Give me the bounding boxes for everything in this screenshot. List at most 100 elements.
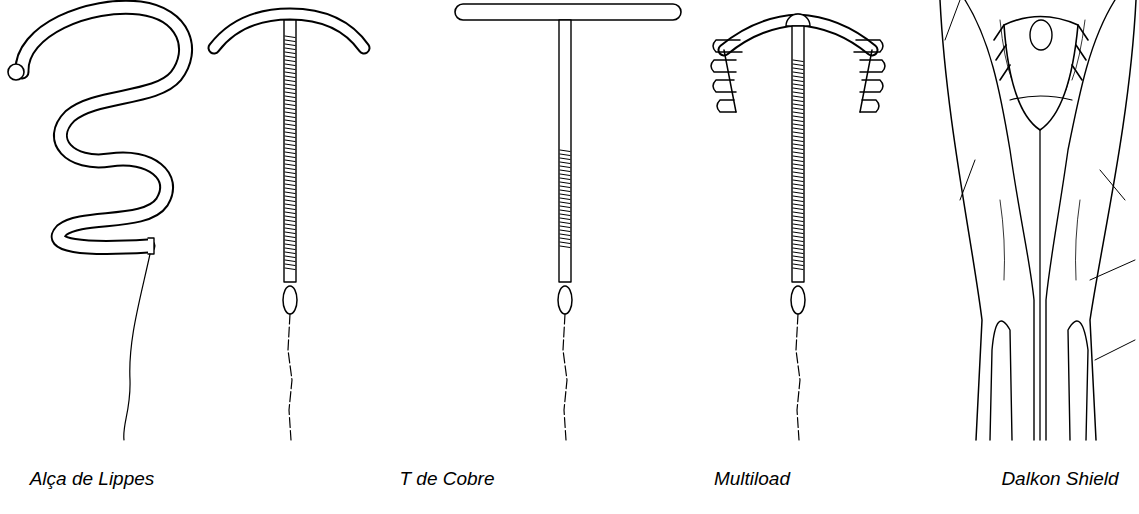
coil-turn — [560, 194, 570, 196]
coil-turn — [793, 84, 803, 86]
coil-turn — [560, 218, 570, 220]
coil-turn — [793, 64, 803, 66]
coil-turn — [285, 40, 295, 42]
coil-turn — [560, 242, 570, 244]
coil-turn — [793, 80, 803, 82]
coil-turn — [560, 154, 570, 156]
coil-turn — [793, 224, 803, 226]
coil-turn — [285, 196, 295, 198]
coil-turn — [285, 96, 295, 98]
coil-turn — [285, 136, 295, 138]
coil-turn — [793, 176, 803, 178]
coil-turn — [285, 248, 295, 250]
coil-turn — [793, 216, 803, 218]
coil-turn — [793, 132, 803, 134]
coil-turn — [285, 148, 295, 150]
copper-t-straight — [455, 4, 681, 440]
coil-turn — [793, 160, 803, 162]
coil-turn — [285, 156, 295, 158]
coil-turn — [793, 148, 803, 150]
coil-turn — [285, 236, 295, 238]
coil-turn — [560, 182, 570, 184]
coil-turn — [285, 44, 295, 46]
coil-turn — [793, 168, 803, 170]
device-label: Dalkon Shield — [1001, 468, 1118, 491]
coil-turn — [793, 140, 803, 142]
coil-turn — [285, 76, 295, 78]
coil-turn — [285, 116, 295, 118]
copper-coil — [793, 60, 803, 270]
coil-turn — [285, 252, 295, 254]
coil-turn — [793, 152, 803, 154]
coil-turn — [285, 36, 295, 38]
coil-turn — [285, 112, 295, 114]
coil-turn — [285, 192, 295, 194]
coil-turn — [560, 234, 570, 236]
coil-turn — [793, 124, 803, 126]
coil-turn — [793, 88, 803, 90]
coil-turn — [793, 236, 803, 238]
coil-turn — [793, 180, 803, 182]
copper-coil — [285, 36, 295, 270]
dalkon-shield-uterus — [940, 0, 1136, 440]
coil-turn — [285, 52, 295, 54]
coil-turn — [560, 170, 570, 172]
coil-turn — [793, 264, 803, 266]
coil-turn — [793, 144, 803, 146]
coil-turn — [560, 230, 570, 232]
coil-turn — [285, 228, 295, 230]
coil-turn — [560, 198, 570, 200]
coil-turn — [793, 76, 803, 78]
coil-turn — [285, 172, 295, 174]
coil-turn — [793, 104, 803, 106]
coil-turn — [793, 60, 803, 62]
coil-turn — [560, 226, 570, 228]
coil-turn — [793, 100, 803, 102]
copper-coil — [560, 150, 570, 248]
coil-turn — [285, 120, 295, 122]
coil-turn — [560, 246, 570, 248]
coil-turn — [560, 238, 570, 240]
coil-turn — [793, 252, 803, 254]
coil-turn — [793, 200, 803, 202]
coil-turn — [285, 212, 295, 214]
device-label: Alça de Lippes — [30, 468, 155, 491]
coil-turn — [560, 150, 570, 152]
coil-turn — [793, 256, 803, 258]
coil-turn — [793, 184, 803, 186]
coil-turn — [793, 164, 803, 166]
coil-turn — [285, 88, 295, 90]
coil-turn — [793, 120, 803, 122]
coil-turn — [793, 136, 803, 138]
coil-turn — [793, 156, 803, 158]
coil-turn — [285, 160, 295, 162]
coil-turn — [285, 152, 295, 154]
device-label: Multiload — [714, 468, 790, 491]
coil-turn — [285, 68, 295, 70]
coil-turn — [285, 240, 295, 242]
coil-turn — [793, 268, 803, 270]
coil-turn — [793, 232, 803, 234]
coil-turn — [560, 162, 570, 164]
coil-turn — [793, 220, 803, 222]
coil-turn — [560, 186, 570, 188]
coil-turn — [793, 192, 803, 194]
coil-turn — [285, 168, 295, 170]
coil-turn — [285, 84, 295, 86]
coil-turn — [285, 216, 295, 218]
coil-turn — [285, 232, 295, 234]
coil-turn — [793, 228, 803, 230]
coil-turn — [793, 260, 803, 262]
coil-turn — [560, 178, 570, 180]
coil-turn — [793, 204, 803, 206]
coil-turn — [285, 60, 295, 62]
coil-turn — [285, 184, 295, 186]
coil-turn — [560, 166, 570, 168]
coil-turn — [285, 56, 295, 58]
coil-turn — [793, 172, 803, 174]
coil-turn — [285, 144, 295, 146]
coil-turn — [793, 116, 803, 118]
coil-turn — [560, 174, 570, 176]
device-label: T de Cobre — [399, 468, 494, 491]
